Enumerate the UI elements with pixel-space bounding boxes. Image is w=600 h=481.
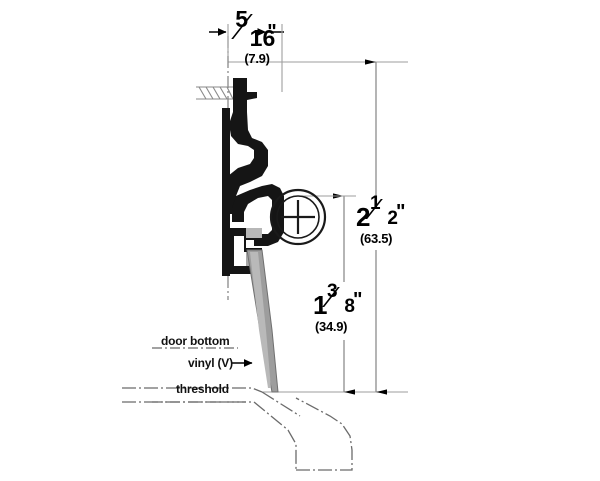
dimension-width-text: 5 16 " (7.9) [226, 8, 288, 66]
dimension-width-denominator: 16 [249, 25, 276, 51]
dimension-total-height-numerator: 1 [369, 193, 381, 214]
dimension-inner-height-numerator: 3 [326, 281, 338, 302]
dimension-inner-height-denominator: 8 [344, 296, 355, 317]
callout-vinyl-suffix: ) [229, 356, 233, 370]
callout-vinyl-code: V [221, 356, 230, 370]
threshold-outline [122, 387, 353, 471]
dimension-width-witness [227, 24, 283, 92]
callout-threshold: threshold [176, 382, 229, 396]
dimension-total-height-text: 2 1 2 " (63.5) [356, 194, 442, 246]
extrusion-profile [222, 78, 284, 276]
callout-door-bottom: door bottom [161, 334, 230, 348]
dimension-total-height-metric: (63.5) [360, 231, 393, 246]
vinyl-sweep [246, 249, 279, 393]
dimension-width-metric: (7.9) [244, 51, 270, 66]
dimension-total-height-fraction: 1 2 [365, 194, 404, 229]
screw-hatch-icon [196, 86, 234, 100]
dimension-width-numerator: 5 [235, 6, 249, 32]
dimension-inner-height-whole: 1 [313, 290, 327, 320]
dimension-inner-height-metric: (34.9) [315, 319, 348, 334]
dimension-inner-height-inch-mark: " [352, 289, 363, 311]
dimension-total-height-whole: 2 [356, 202, 370, 232]
callout-vinyl: vinyl (V) [188, 356, 233, 370]
center-mark-icon [269, 188, 327, 246]
dimension-width-inch-mark: " [267, 21, 277, 43]
dimension-inner-height-text: 1 3 8 " (34.9) [313, 282, 399, 334]
dimension-total-height-denominator: 2 [387, 208, 398, 229]
dimension-total-height-inch-mark: " [395, 201, 406, 223]
dimension-width-fraction: 5 16 [231, 8, 278, 50]
dimension-inner-height-fraction: 3 8 [322, 282, 361, 317]
callout-vinyl-prefix: vinyl ( [188, 356, 222, 370]
